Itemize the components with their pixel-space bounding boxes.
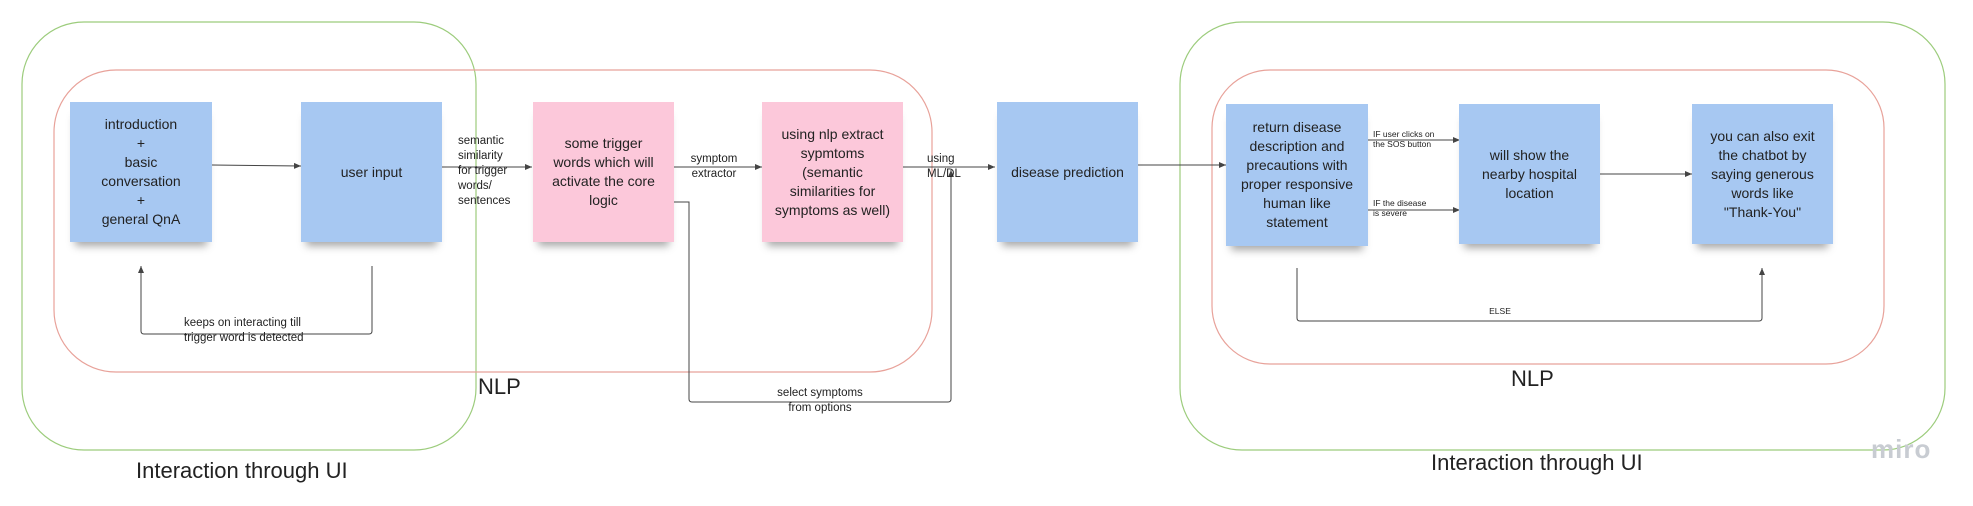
note-extract-symptoms[interactable]: using nlp extract sypmtoms (semantic sim… xyxy=(762,102,903,242)
region-title-ui-left: Interaction through UI xyxy=(136,458,348,483)
label-symptom-extractor: symptom extractor xyxy=(690,153,738,180)
note-return-description[interactable]: return disease description and precautio… xyxy=(1226,104,1368,246)
arrow-intro-to-input xyxy=(211,162,302,169)
path-select-symptoms xyxy=(674,170,954,403)
label-semantic-similarity: semantic similarity for trigger words/ s… xyxy=(458,135,511,207)
label-select-symptoms: select symptoms from options xyxy=(777,387,863,414)
loop-keeps-interacting xyxy=(138,266,373,335)
path-else xyxy=(1296,268,1765,322)
region-title-nlp-right: NLP xyxy=(1511,366,1554,391)
ui-region-left xyxy=(21,21,477,451)
note-exit-chatbot[interactable]: you can also exit the chatbot by saying … xyxy=(1692,104,1833,244)
note-disease-prediction[interactable]: disease prediction xyxy=(997,102,1138,242)
region-title-ui-right: Interaction through UI xyxy=(1431,450,1643,475)
label-else: ELSE xyxy=(1489,306,1511,316)
note-user-input[interactable]: user input xyxy=(301,102,442,242)
note-trigger-words[interactable]: some trigger words which will activate t… xyxy=(533,102,674,242)
note-nearby-hospital[interactable]: will show the nearby hospital location xyxy=(1459,104,1600,244)
label-using-ml-dl: using ML/DL xyxy=(927,153,961,180)
label-severe-condition: IF the disease is severe xyxy=(1373,198,1427,218)
ui-region-right xyxy=(1179,21,1946,451)
miro-logo: miro xyxy=(1871,434,1932,464)
region-title-nlp-left: NLP xyxy=(478,374,521,399)
nlp-region-left xyxy=(53,69,933,373)
label-keeps-interacting: keeps on interacting till trigger word i… xyxy=(184,317,304,344)
nlp-region-right xyxy=(1211,69,1885,365)
note-introduction[interactable]: introduction + basic conversation + gene… xyxy=(70,102,212,242)
label-sos-condition: IF user clicks on the SOS button xyxy=(1373,129,1435,149)
